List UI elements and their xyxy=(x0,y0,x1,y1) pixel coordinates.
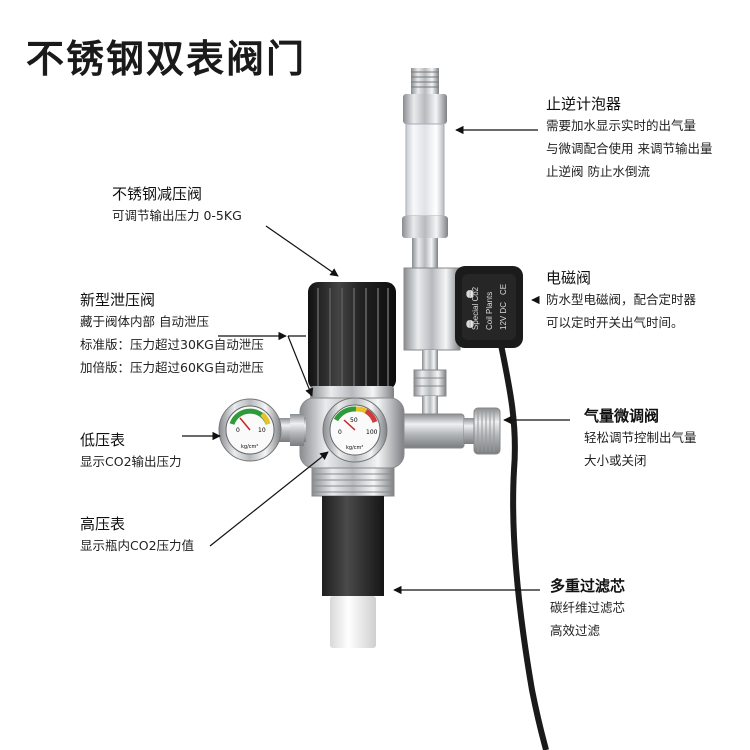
callout-solenoid: 电磁阀 防水型电磁阀，配合定时器 可以定时开关出气时间。 xyxy=(546,268,696,334)
solenoid-line-2: 可以定时开关出气时间。 xyxy=(546,315,684,330)
bubble-counter-line-1: 需要加水显示实时的出气量 xyxy=(546,118,697,133)
relief-valve-line-1: 藏于阀体内部 自动泄压 xyxy=(80,314,209,329)
solenoid-heading: 电磁阀 xyxy=(546,269,592,287)
bubble-counter-line-2: 与微调配合使用 来调节输出量 xyxy=(546,141,713,156)
filter-cartridge xyxy=(322,496,384,648)
solenoid-cable xyxy=(495,329,549,750)
high-gauge-tick-0: 0 xyxy=(338,429,342,436)
regulator-knob xyxy=(308,282,396,400)
solenoid-text-2: Coil Plants xyxy=(485,292,494,330)
pressure-reducer-heading: 不锈钢减压阀 xyxy=(112,185,203,203)
callout-filter: 多重过滤芯 碳纤维过滤芯 高效过滤 xyxy=(550,576,625,642)
low-gauge-tick-1: 10 xyxy=(258,427,266,434)
low-gauge-heading: 低压表 xyxy=(80,431,126,449)
solenoid-text-3: 12V DC xyxy=(499,302,508,330)
filter-heading: 多重过滤芯 xyxy=(550,577,626,595)
bubble-counter-line-3: 止逆阀 防止水倒流 xyxy=(546,164,650,179)
solenoid-text-4: CE xyxy=(499,284,508,295)
high-gauge-heading: 高压表 xyxy=(80,515,126,533)
low-gauge-line-1: 显示CO2输出压力 xyxy=(80,454,182,469)
relief-valve-heading: 新型泄压阀 xyxy=(80,291,156,309)
high-gauge-unit: kg/cm² xyxy=(346,445,363,451)
high-gauge-tick-1: 50 xyxy=(350,417,358,424)
callout-relief-valve: 新型泄压阀 藏于阀体内部 自动泄压 标准版：压力超过30KG自动泄压 加倍版：压… xyxy=(80,290,264,379)
page-title: 不锈钢双表阀门 xyxy=(26,37,307,81)
low-pressure-gauge: 0 10 kg/cm² xyxy=(218,398,282,462)
callout-arrows xyxy=(182,125,570,595)
solenoid-line-1: 防水型电磁阀，配合定时器 xyxy=(546,292,697,307)
high-gauge-line-1: 显示瓶内CO2压力值 xyxy=(80,538,195,553)
low-gauge-unit: kg/cm² xyxy=(241,444,258,450)
needle-valve-line-2: 大小或关闭 xyxy=(584,453,647,468)
bubble-counter-heading: 止逆计泡器 xyxy=(546,95,622,113)
callout-bubble-counter: 止逆计泡器 需要加水显示实时的出气量 与微调配合使用 来调节输出量 止逆阀 防止… xyxy=(546,94,712,183)
needle-valve xyxy=(399,407,501,455)
bubble-counter xyxy=(402,68,448,268)
callout-needle-valve: 气量微调阀 轻松调节控制出气量 大小或关闭 xyxy=(584,406,697,472)
needle-valve-line-1: 轻松调节控制出气量 xyxy=(584,430,697,445)
needle-valve-heading: 气量微调阀 xyxy=(584,407,660,425)
relief-valve-line-3: 加倍版：压力超过60KG自动泄压 xyxy=(80,360,264,375)
callout-low-gauge: 低压表 显示CO2输出压力 xyxy=(80,430,182,473)
relief-valve-line-2: 标准版：压力超过30KG自动泄压 xyxy=(80,337,264,352)
callout-pressure-reducer: 不锈钢减压阀 可调节输出压力 0-5KG xyxy=(112,184,242,227)
filter-line-2: 高效过滤 xyxy=(550,623,601,638)
threaded-inlet xyxy=(311,467,395,497)
high-pressure-gauge: 0 50 100 kg/cm² xyxy=(322,397,388,463)
pressure-reducer-line-1: 可调节输出压力 0-5KG xyxy=(112,208,242,223)
callout-high-gauge: 高压表 显示瓶内CO2压力值 xyxy=(80,514,194,557)
filter-line-1: 碳纤维过滤芯 xyxy=(550,600,626,615)
solenoid-text-1: Special Co2 xyxy=(471,286,480,330)
high-gauge-tick-2: 100 xyxy=(366,429,378,436)
low-gauge-tick-0: 0 xyxy=(236,427,240,434)
solenoid-valve: Special Co2 Coil Plants 12V DC CE xyxy=(403,266,523,351)
